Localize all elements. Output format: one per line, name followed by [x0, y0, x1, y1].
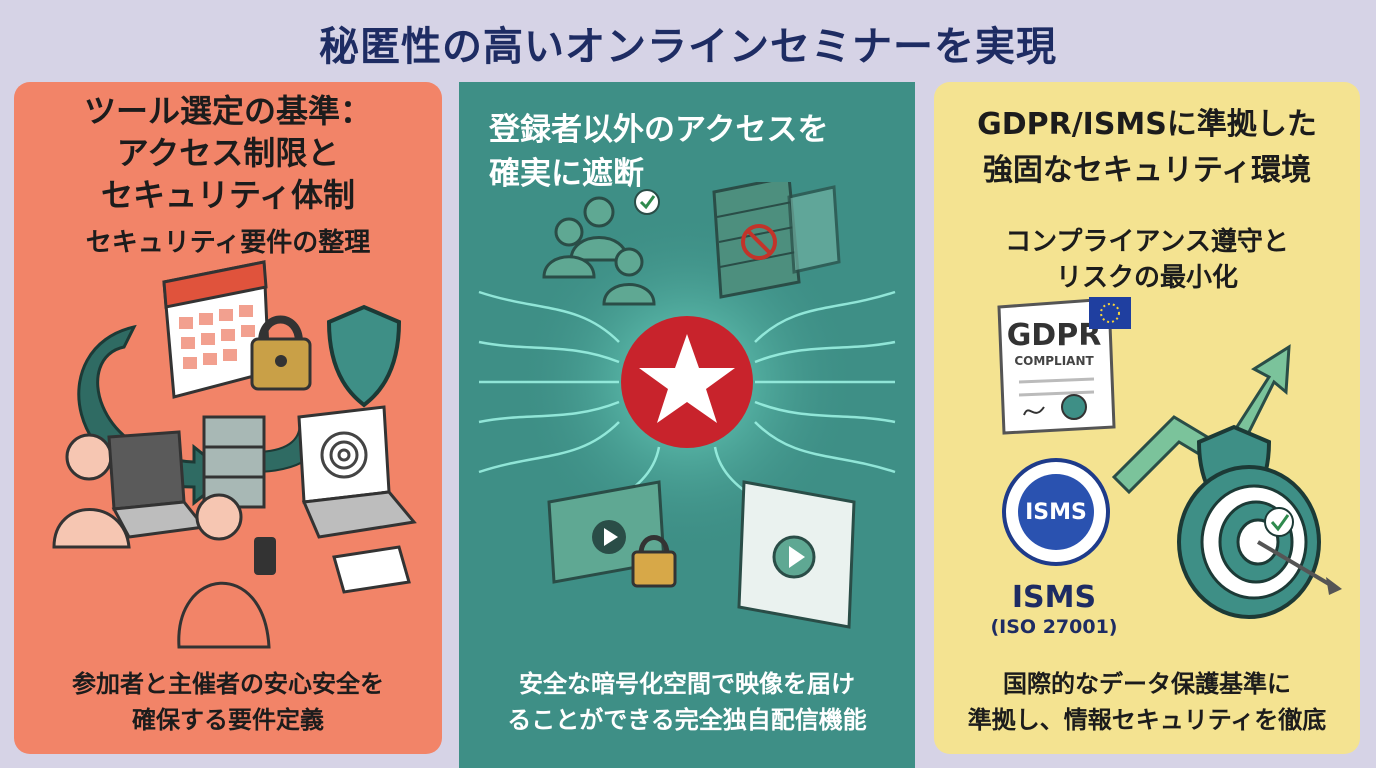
panel-tool-selection: ツール選定の基準： アクセス制限と セキュリティ体制 セキュリティ要件の整理: [14, 82, 442, 754]
panel-access-blocking: 登録者以外のアクセスを 確実に遮断: [459, 82, 915, 768]
right-bottom-line-2: 準拠し、情報セキュリティを徹底: [967, 706, 1327, 734]
left-title-line-1: ツール選定の基準：: [83, 92, 372, 130]
right-panel-description: 国際的なデータ保護基準に 準拠し、情報セキュリティを徹底: [934, 666, 1360, 738]
right-title-line-2: 強固なセキュリティ環境: [982, 153, 1312, 188]
firewall-icon: [712, 182, 841, 299]
person-with-laptop-icon: [52, 430, 207, 549]
video-player-icon: [737, 480, 856, 629]
target-icon: [1177, 465, 1342, 619]
circuit-lines: [478, 290, 896, 563]
network-illustration: [478, 182, 896, 629]
gdpr-certificate-icon: GDPR COMPLIANT: [997, 297, 1131, 435]
star-badge-icon: [621, 316, 753, 448]
fingerprint-laptop-icon: [297, 405, 417, 539]
mid-title-line-1: 登録者以外のアクセスを: [489, 112, 829, 148]
users-icon: [542, 189, 660, 306]
padlock-icon: [250, 315, 312, 391]
mid-title-line-2: 確実に遮断: [489, 156, 644, 192]
person-with-phone-icon: [177, 493, 276, 649]
left-title-line-3: セキュリティ体制: [100, 176, 356, 214]
isms-seal-icon: ISMS: [1002, 458, 1110, 566]
server-icon: [202, 415, 266, 509]
right-sub-line-2: リスクの最小化: [1055, 263, 1238, 293]
isms-label: ISMS: [1011, 580, 1097, 615]
right-bottom-line-1: 国際的なデータ保護基準に: [1003, 670, 1291, 698]
right-panel-title: GDPR/ISMSに準拠した 強固なセキュリティ環境: [934, 102, 1360, 194]
encrypted-video-icon: [547, 480, 677, 588]
isms-seal-text: ISMS: [1025, 500, 1087, 525]
compliance-illustration: GDPR COMPLIANT ISMS: [997, 297, 1342, 619]
shield-icon: [326, 304, 402, 408]
mid-bottom-line-1: 安全な暗号化空間で映像を届け: [519, 670, 855, 698]
left-panel-description: 参加者と主催者の安心安全を 確保する要件定義: [14, 666, 442, 738]
page-title: 秘匿性の高いオンラインセミナーを実現: [319, 24, 1057, 70]
right-title-line-1: GDPR/ISMSに準拠した: [977, 107, 1317, 142]
middle-panel-title: 登録者以外のアクセスを 確実に遮断: [489, 108, 909, 196]
mid-bottom-line-2: ることができる完全独自配信機能: [507, 706, 867, 734]
calendar-icon: [162, 260, 271, 399]
middle-panel-description: 安全な暗号化空間で映像を届け ることができる完全独自配信機能: [459, 666, 915, 738]
gdpr-badge-sub: COMPLIANT: [1014, 354, 1094, 368]
left-bottom-line-1: 参加者と主催者の安心安全を: [72, 670, 384, 698]
security-illustration: [52, 260, 417, 649]
isms-standard-label: (ISO 27001): [990, 616, 1118, 638]
right-sub-line-1: コンプライアンス遵守と: [1005, 227, 1289, 257]
left-panel-title: ツール選定の基準： アクセス制限と セキュリティ体制: [14, 90, 442, 216]
panel-compliance: GDPR/ISMSに準拠した 強固なセキュリティ環境 コンプライアンス遵守と リ…: [934, 82, 1360, 754]
right-panel-subtitle: コンプライアンス遵守と リスクの最小化: [934, 224, 1360, 296]
left-panel-subtitle: セキュリティ要件の整理: [85, 228, 371, 258]
gdpr-badge-title: GDPR: [1007, 318, 1102, 353]
left-title-line-2: アクセス制限と: [116, 134, 340, 172]
left-bottom-line-2: 確保する要件定義: [132, 706, 324, 734]
smartphone-icon: [332, 545, 411, 594]
